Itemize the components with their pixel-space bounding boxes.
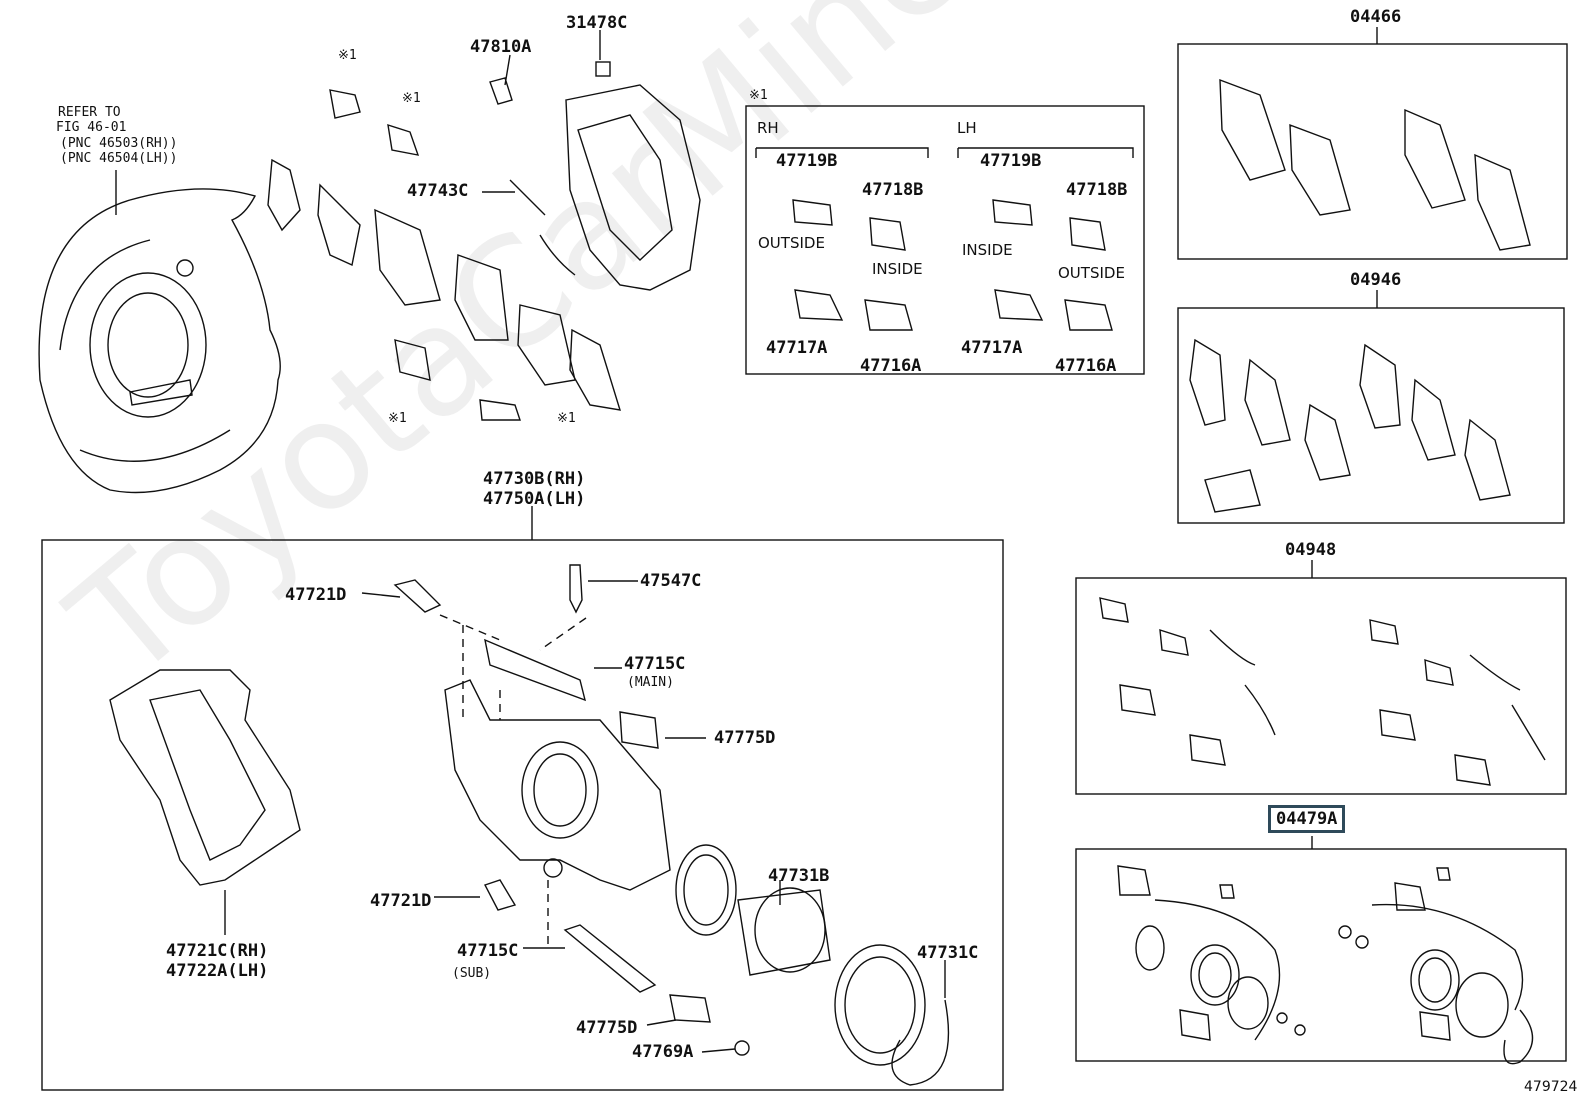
part-47775D-top[interactable]: 47775D — [714, 728, 776, 748]
part-04479A-highlighted[interactable]: 04479A — [1268, 805, 1346, 833]
caliper-assembly-frame — [41, 539, 1004, 1091]
part-04948[interactable]: 04948 — [1285, 540, 1337, 560]
fitting-kit-frame — [1177, 307, 1565, 524]
part-47743C[interactable]: 47743C — [407, 181, 469, 201]
part-47715C-main[interactable]: 47715C — [624, 654, 686, 674]
note-mark-2: ※1 — [402, 91, 421, 106]
part-lh-47719B[interactable]: 47719B — [980, 151, 1042, 171]
part-47722A[interactable]: 47722A(LH) — [166, 961, 269, 981]
part-47731C[interactable]: 47731C — [917, 943, 979, 963]
part-47730B[interactable]: 47730B(RH) — [483, 469, 586, 489]
refer-line-4: (PNC 46504(LH)) — [60, 151, 178, 166]
main-note: (MAIN) — [627, 675, 674, 690]
part-lh-47716A[interactable]: 47716A — [1055, 356, 1117, 376]
part-47769A[interactable]: 47769A — [632, 1042, 694, 1062]
part-47810A[interactable]: 47810A — [470, 37, 532, 57]
inset-lh-label: LH — [957, 119, 977, 137]
part-47750A[interactable]: 47750A(LH) — [483, 489, 586, 509]
clip-kit-parts — [1099, 597, 1546, 786]
part-rh-47717A[interactable]: 47717A — [766, 338, 828, 358]
part-rh-47719B[interactable]: 47719B — [776, 151, 838, 171]
rh-outside-label: OUTSIDE — [758, 234, 825, 252]
shim-inset-frame — [745, 105, 1145, 375]
part-47721D-bottom[interactable]: 47721D — [370, 891, 432, 911]
refer-line-2: FIG 46-01 — [56, 120, 127, 135]
part-rh-47716A[interactable]: 47716A — [860, 356, 922, 376]
rh-inside-label: INSIDE — [872, 260, 923, 278]
part-31478C[interactable]: 31478C — [566, 13, 628, 33]
caliper-parts — [109, 564, 950, 1086]
backing-plate — [38, 188, 281, 494]
fitting-kit-parts — [1189, 338, 1511, 513]
part-04946[interactable]: 04946 — [1350, 270, 1402, 290]
note-mark-4: ※1 — [557, 411, 576, 426]
clip-kit-frame — [1075, 577, 1567, 795]
upper-caliper — [489, 61, 701, 291]
inset-mark: ※1 — [749, 88, 768, 103]
part-rh-47718B[interactable]: 47718B — [862, 180, 924, 200]
seal-kit-parts — [1117, 865, 1534, 1065]
part-47731B[interactable]: 47731B — [768, 866, 830, 886]
part-lh-47717A[interactable]: 47717A — [961, 338, 1023, 358]
lh-inside-label: INSIDE — [962, 241, 1013, 259]
lh-outside-label: OUTSIDE — [1058, 264, 1125, 282]
note-mark-1: ※1 — [338, 48, 357, 63]
inset-rh-label: RH — [757, 119, 779, 137]
pad-shims-top — [267, 89, 622, 421]
part-47775D-bottom[interactable]: 47775D — [576, 1018, 638, 1038]
inset-shims — [755, 147, 1134, 331]
part-04466[interactable]: 04466 — [1350, 7, 1402, 27]
sub-note: (SUB) — [452, 966, 492, 981]
refer-line-1: REFER TO — [58, 105, 121, 120]
refer-line-3: (PNC 46503(RH)) — [60, 136, 178, 151]
part-lh-47718B[interactable]: 47718B — [1066, 180, 1128, 200]
part-47715C-sub[interactable]: 47715C — [457, 941, 519, 961]
note-mark-3: ※1 — [388, 411, 407, 426]
pad-kit-parts — [1219, 78, 1531, 251]
diagram-id: 479724 — [1524, 1079, 1578, 1095]
pad-kit-frame — [1177, 43, 1568, 260]
seal-kit-frame — [1075, 848, 1567, 1062]
part-47721D-top[interactable]: 47721D — [285, 585, 347, 605]
part-47547C[interactable]: 47547C — [640, 571, 702, 591]
part-47721C[interactable]: 47721C(RH) — [166, 941, 269, 961]
